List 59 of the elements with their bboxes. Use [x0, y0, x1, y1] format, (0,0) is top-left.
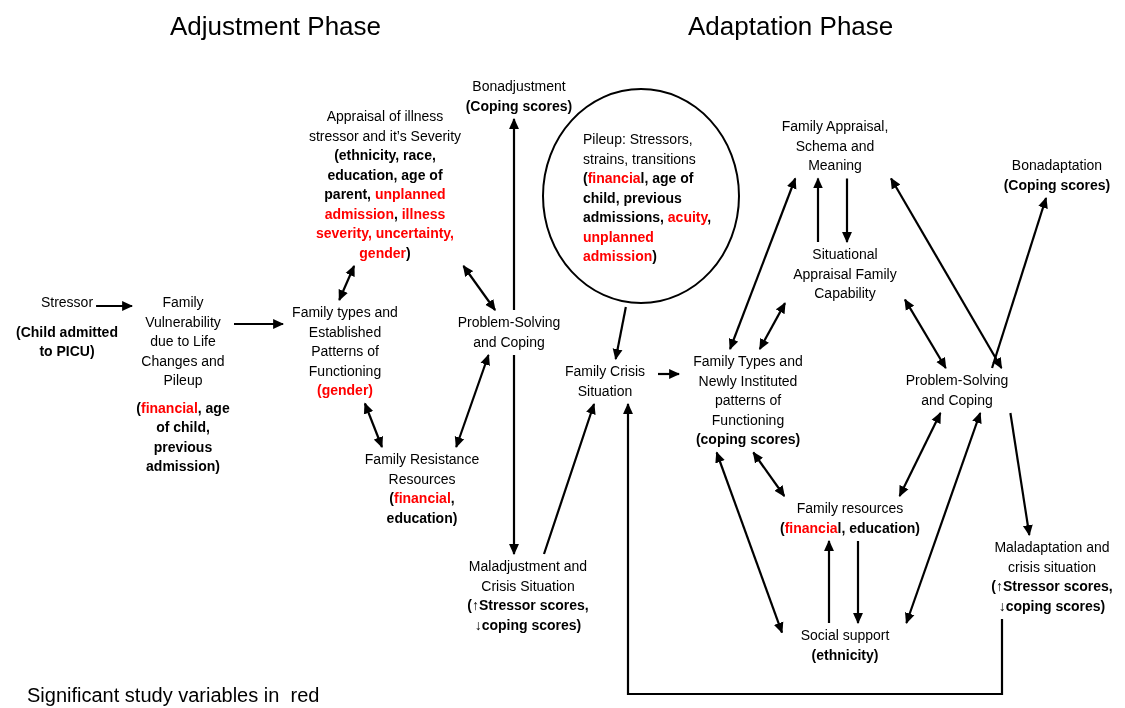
variables-label: (financial, education)	[385, 489, 459, 528]
variables-label: (Coping scores)	[465, 96, 573, 116]
arrow	[853, 541, 863, 625]
double-arrow	[898, 412, 942, 497]
variables-label: (financial, education)	[780, 518, 920, 538]
variables-label: (↑Stressor scores, ↓coping scores)	[466, 596, 590, 635]
variables-label: (Child admitted to PICU)	[15, 322, 119, 361]
arrow	[96, 301, 134, 311]
double-arrow	[890, 177, 1003, 369]
feedback-arrow	[623, 402, 1004, 696]
variables-label: (financial, age of child, previous admission)	[135, 398, 231, 476]
concept-label: Family Resistance Resources	[363, 450, 481, 489]
concept-label: Problem-Solving and Coping	[456, 313, 562, 352]
double-arrow	[363, 402, 383, 448]
arrow	[542, 402, 596, 555]
arrow	[658, 369, 681, 379]
concept-label: Problem-Solving and Coping	[904, 371, 1010, 410]
double-arrow	[752, 451, 786, 497]
double-arrow	[904, 298, 947, 369]
double-arrow	[905, 411, 982, 625]
concept-label: Family resources	[796, 499, 904, 518]
concept-label: Family Types and Newly Instituted patterns of Functioning	[692, 352, 804, 430]
double-arrow	[462, 265, 496, 311]
variables-label: (coping scores)	[695, 430, 801, 449]
concept-label: Maladjustment and Crisis Situation	[467, 557, 589, 596]
concept-label: Situational Appraisal Family Capability	[792, 245, 898, 303]
concept-label: Family Vulnerability due to Life Changes and Pileup	[140, 293, 226, 390]
variables-label: (Coping scores)	[1003, 175, 1111, 195]
phase-heading: Adjustment Phase	[170, 10, 381, 42]
concept-label: Stressor	[40, 293, 94, 312]
concept-label: Family Crisis Situation	[563, 362, 647, 401]
arrow	[1009, 412, 1033, 537]
concept-label: Family Appraisal, Schema and Meaning	[780, 117, 890, 175]
concept-label: Appraisal of illness stressor and it’s Severity	[308, 108, 462, 144]
arrow	[509, 117, 519, 310]
footnote: Significant study variables in red	[27, 683, 320, 707]
arrow	[234, 319, 285, 329]
concept-label: Social support	[800, 626, 890, 645]
variables-label: (ethnicity)	[811, 645, 879, 665]
arrow	[612, 306, 627, 361]
phase-heading: Adaptation Phase	[688, 10, 894, 42]
variables-label: (financial, age of child, previous admissions, acuity, unplanned admission)	[583, 169, 713, 266]
arrow	[991, 196, 1048, 369]
variables-label: (gender)	[317, 381, 373, 400]
arrow	[813, 177, 823, 242]
concept-label: Maladaptation and crisis situation	[993, 538, 1111, 577]
concept-label: Bonadjustment	[472, 77, 566, 96]
double-arrow	[715, 451, 784, 634]
double-arrow	[454, 353, 490, 449]
arrow	[824, 539, 834, 623]
variables-label: (ethnicity, race, education, age of parent, unplanned admission, illness severity, uncertainty, gender)	[316, 147, 454, 261]
variables-label: (↑Stressor scores, ↓coping scores)	[990, 577, 1114, 616]
arrow	[842, 178, 852, 244]
concept-label: Bonadaptation	[1011, 156, 1103, 175]
double-arrow	[758, 302, 786, 350]
double-arrow	[728, 177, 797, 351]
concept-label: Family types and Established Patterns of Functioning	[291, 303, 399, 381]
double-arrow	[338, 265, 356, 301]
arrow	[509, 355, 519, 556]
